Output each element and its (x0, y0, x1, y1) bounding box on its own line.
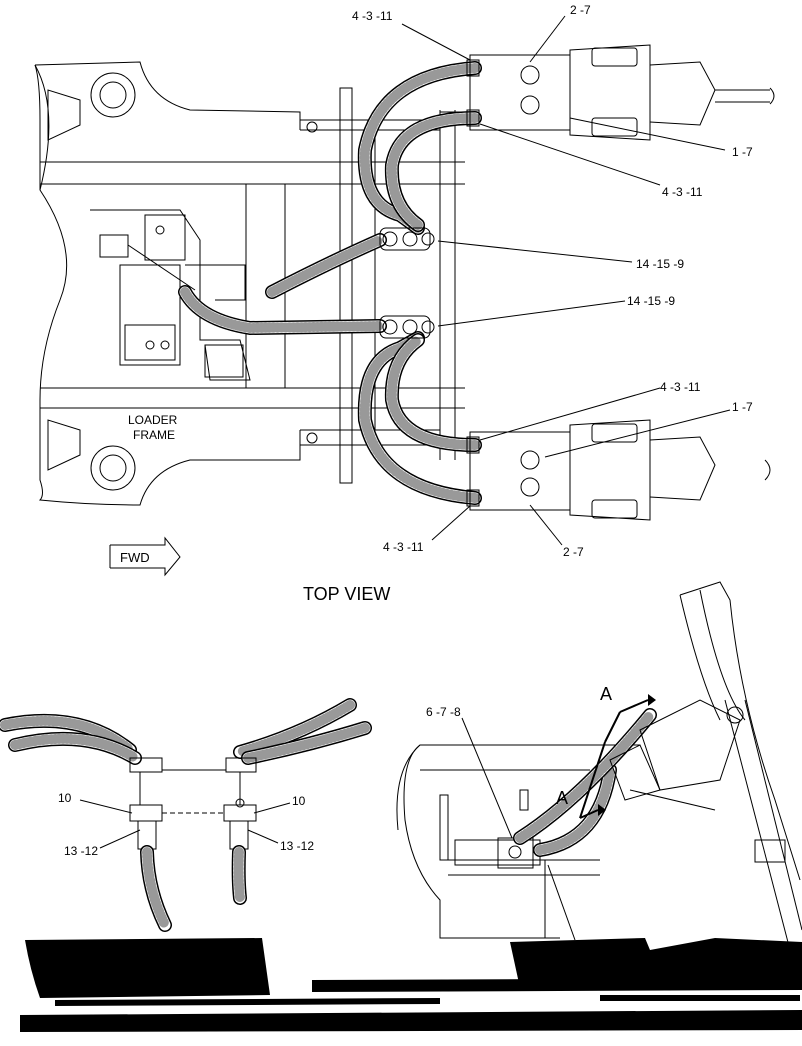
label-tee-right: 10 (292, 794, 306, 808)
label-hose-clamp-bot-bottom: 4 -3 -11 (383, 540, 424, 554)
label-hose-clamp-bot-top: 4 -3 -11 (660, 380, 701, 394)
label-fitting-top: 1 -7 (732, 145, 753, 159)
label-nut-left: 13 -12 (64, 844, 98, 858)
hose-clamps (466, 59, 480, 507)
label-section-a-bottom: A (556, 788, 568, 808)
hose-assemblies (178, 61, 482, 505)
cylinder-bottom (469, 419, 771, 521)
label-loader-frame-1: LOADER (128, 413, 178, 427)
fwd-arrow (109, 536, 181, 577)
control-valve-block (90, 209, 251, 381)
label-coupling-upper: 14 -15 -9 (636, 257, 684, 271)
scan-artifact-bars (20, 938, 802, 1032)
label-side-assembly: 6 -7 -8 (426, 705, 461, 719)
label-loader-frame-2: FRAME (133, 428, 175, 442)
label-hose-clamp-top-top: 4 -3 -11 (352, 9, 393, 23)
label-hose-top: 2 -7 (570, 3, 591, 17)
label-section-a-top: A (600, 684, 612, 704)
side-view (396, 581, 802, 951)
label-nut-right: 13 -12 (280, 839, 314, 853)
label-hose-clamp-top-bottom: 4 -3 -11 (662, 185, 703, 199)
label-top-view: TOP VIEW (303, 584, 390, 604)
label-tee-left: 10 (58, 791, 72, 805)
label-fitting-bot: 1 -7 (732, 400, 753, 414)
cylinder-top (469, 44, 775, 141)
label-fwd: FWD (120, 550, 150, 565)
label-hose-bot: 2 -7 (563, 545, 584, 559)
label-coupling-lower: 14 -15 -9 (627, 294, 675, 308)
coupling-upper (379, 227, 435, 251)
leader-lines-top-view (401, 15, 731, 546)
coupling-detail-view (0, 698, 372, 932)
loader-frame-outline (34, 61, 470, 506)
coupling-lower (379, 315, 435, 339)
